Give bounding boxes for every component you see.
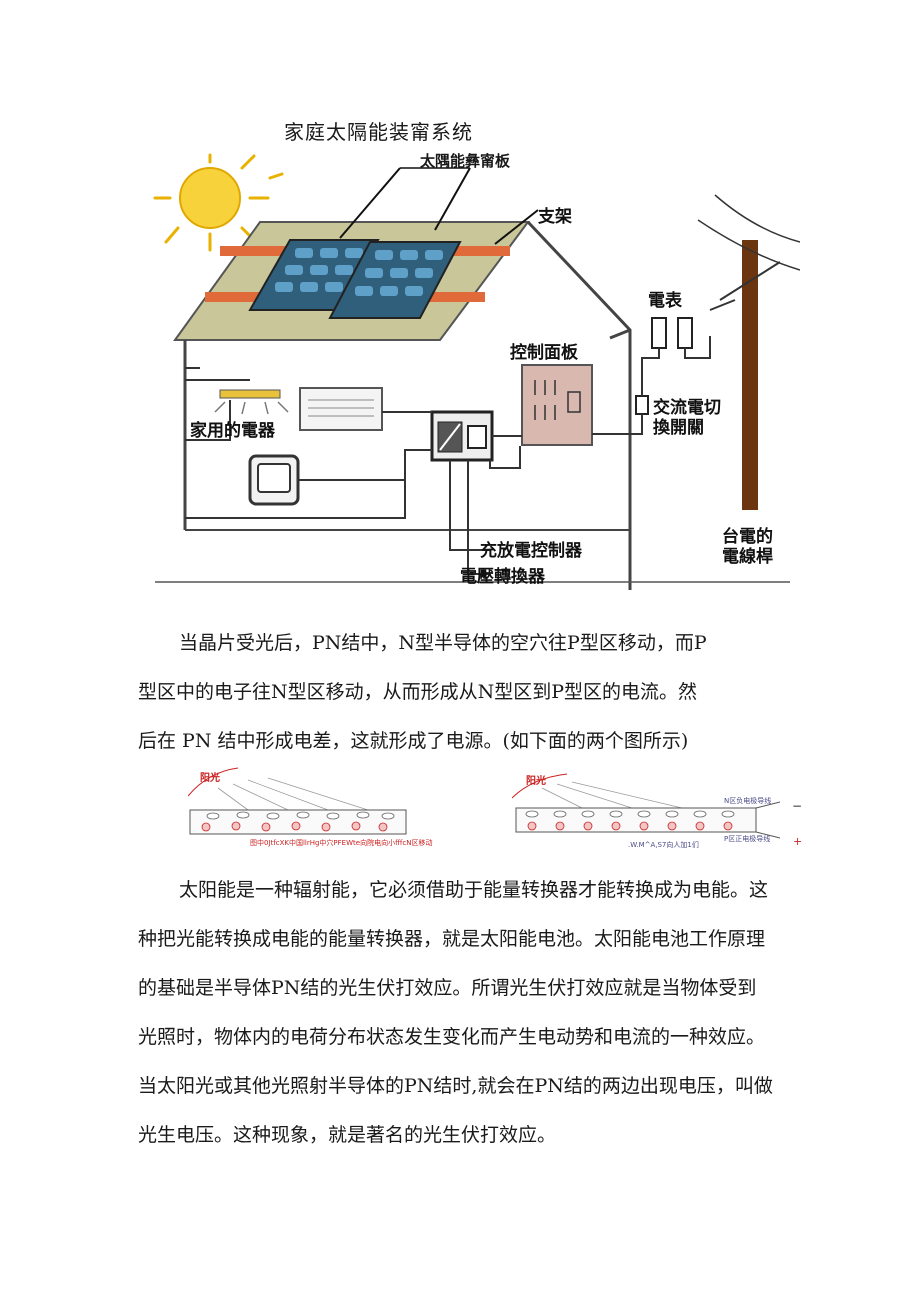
paragraph2-line2: 种把光能转换成电能的能量转换器，就是太阳能电池。太阳能电池工作原理 [138,928,766,950]
bracket-label: 支架 [538,207,572,227]
pole-label-line1: 台電的 [722,527,773,547]
paragraph1-line1: 当晶片受光后，PN结中，N型半导体的空穴往P型区移动，而P [179,632,707,654]
control-panel-label: 控制面板 [510,343,578,363]
right-bottom-label: P区正电极导线 [724,835,771,843]
pn-diagram-right-illustration [511,773,781,839]
appliance-label: 家用的電器 [190,421,275,441]
plus-sign: + [793,835,803,848]
paragraph-pn-junction: 当晶片受光后，PN结中，N型半导体的空穴往P型区移动，而P 型区中的电子往N型区… [138,619,810,766]
switch-label-line2: 換開關 [653,418,704,438]
minus-sign: − [792,799,803,813]
inverter-label: 電壓轉換器 [460,567,545,587]
left-caption: 图中0JtfcXK中国llrHg中穴PFEWte向院电向小fffcN区移动 [250,839,433,847]
paragraph1-line3: 后在 PN 结中形成电差，这就形成了电源。(如下面的两个图所示) [138,730,689,752]
sun-icon [153,153,284,252]
paragraph2-line4: 光照时，物体内的电荷分布状态发生变化而产生电动势和电流的一种效应。 [138,1026,766,1048]
figure-title: 家庭太隔能装甯系统 [284,120,473,144]
paragraph2-line1: 太阳能是一种辐射能，它必须借助于能量转换器才能转换成为电能。这 [179,879,769,901]
left-sun-label: 阳光 [200,773,220,784]
meter-label: 電表 [648,291,682,311]
switch-label-line1: 交流電切 [653,398,721,418]
panel-label: 太隅能彝甯板 [420,152,511,170]
solar-house-diagram: 支架 電表 控制面板 交流電切 換開關 家用的電器 充放電控制器 電壓轉換器 台… [150,150,801,590]
paragraph2-line5: 当太阳光或其他光照射半导体的PN结时,就会在PN结的两边出现电压，叫做 [138,1075,773,1097]
solar-house-illustration [153,153,801,590]
paragraph-solar-cell: 太阳能是一种辐射能，它必须借助于能量转换器才能转换成为电能。这 种把光能转换成电… [138,866,810,1160]
right-top-label: N区负电极导线 [724,797,772,805]
pn-diagram-left: 阳光 图中0JtfcXK中国llrHg中穴PFEWte向院电向小fffcN区移动 [187,766,448,851]
right-sun-label: 阳光 [526,776,546,787]
pn-diagram-right: 阳光 N区负电极导线 − .W.M^A,S7向人加1们 P区正电极导线 + [511,772,812,852]
charge-controller-label: 充放電控制器 [480,541,582,561]
paragraph2-line3: 的基础是半导体PN结的光生伏打效应。所谓光生伏打效应就是当物体受到 [138,977,757,999]
pole-label-line2: 電線桿 [722,547,773,567]
paragraph1-line2: 型区中的电子往N型区移动，从而形成从N型区到P型区的电流。然 [138,681,698,703]
pn-diagram-left-illustration [187,767,407,835]
right-caption: .W.M^A,S7向人加1们 [628,841,699,849]
paragraph2-line6: 光生电压。这种现象，就是著名的光生伏打效应。 [138,1124,557,1146]
